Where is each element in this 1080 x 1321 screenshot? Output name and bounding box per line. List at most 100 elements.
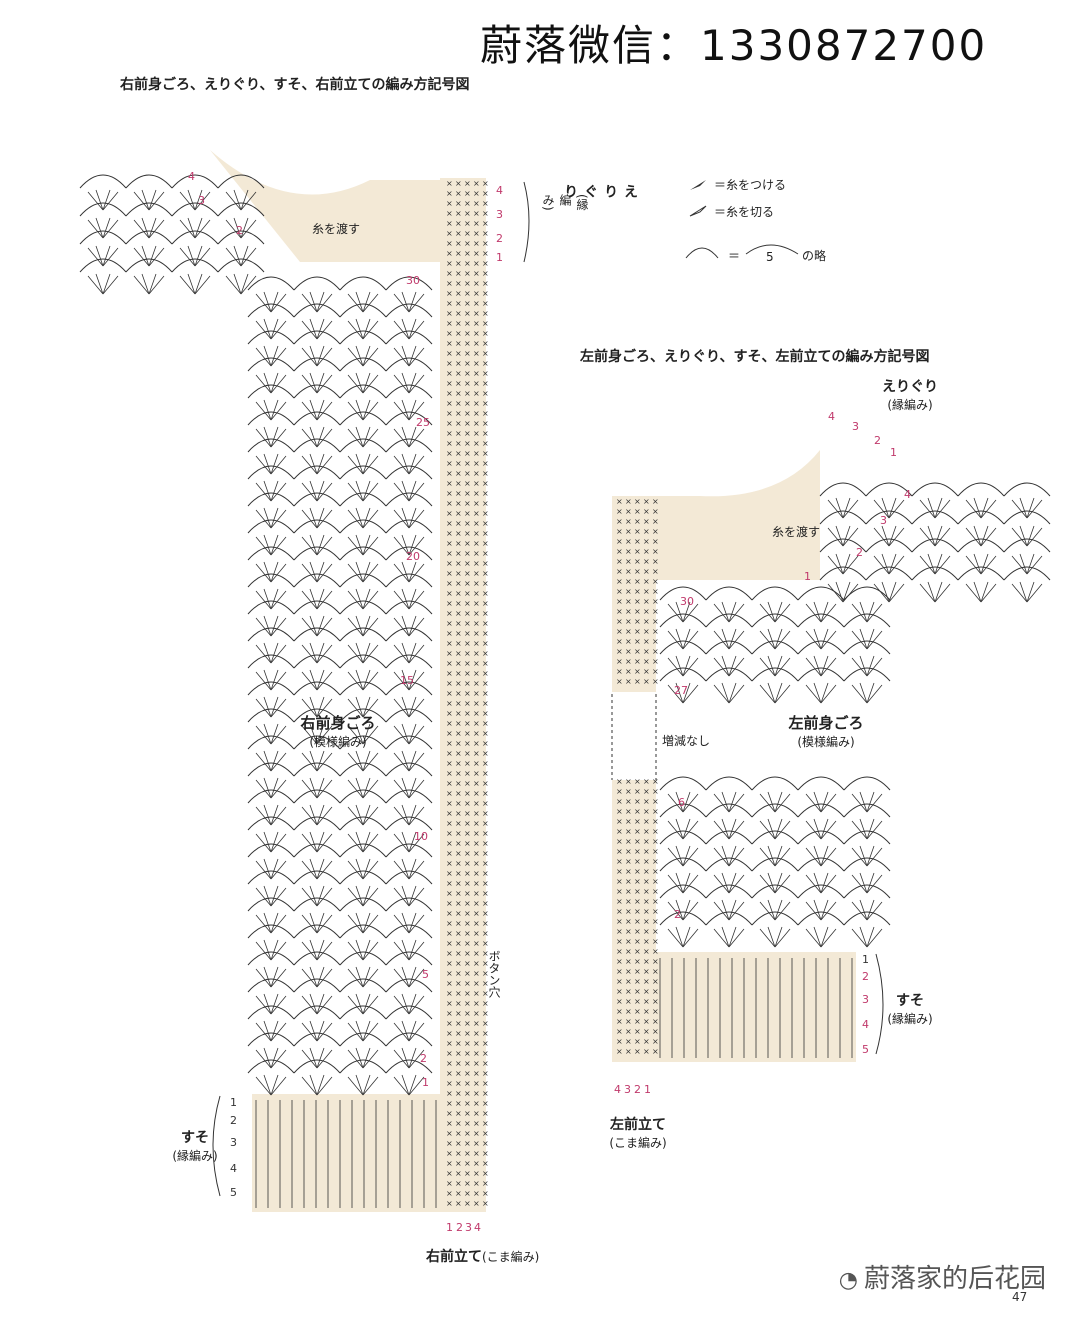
band-stitch: × (482, 1179, 489, 1188)
left-band-stitch: × (616, 927, 623, 936)
right-band-label: 右前立て(こま編み) (426, 1246, 539, 1266)
right-row-1: 1 (422, 1076, 429, 1089)
right-fan-row (255, 588, 287, 610)
band-stitch: × (464, 439, 471, 448)
right-yoke-fan-row (217, 258, 265, 273)
right-yoke-fan-row (79, 202, 127, 217)
left-band-stitch: × (643, 557, 650, 566)
left-band-stitch: × (625, 807, 632, 816)
right-fan-row (339, 573, 387, 588)
band-stitch: × (464, 1079, 471, 1088)
right-fan-row (247, 276, 295, 291)
left-body-label: 左前身ごろ(模様編み) (776, 712, 876, 750)
band-stitch: × (464, 819, 471, 828)
band-stitch: × (482, 499, 489, 508)
band-stitch: × (446, 339, 453, 348)
right-fan-row (339, 816, 387, 831)
right-fan-row (293, 1032, 341, 1047)
right-row-5: 5 (422, 968, 429, 981)
band-stitch: × (482, 189, 489, 198)
left-band-stitch: × (634, 527, 641, 536)
left-yoke-fan-row (819, 566, 867, 581)
left-band-stitch: × (643, 947, 650, 956)
right-fan-row (385, 897, 433, 912)
right-fan-row (347, 561, 379, 583)
right-yoke-fan-row (133, 245, 165, 267)
band-stitch: × (455, 919, 462, 928)
right-fan-row (301, 588, 333, 610)
left-band-stitch: × (616, 817, 623, 826)
right-fan-row (347, 372, 379, 394)
left-band-stitch: × (616, 947, 623, 956)
band-stitch: × (482, 199, 489, 208)
left-band-stitch: × (643, 507, 650, 516)
band-stitch: × (482, 339, 489, 348)
left-band-stitch: × (634, 557, 641, 566)
left-band-stitch: × (634, 807, 641, 816)
band-stitch: × (464, 749, 471, 758)
left-band-stitch: × (634, 977, 641, 986)
right-fan-row (301, 858, 333, 880)
left-fan-row (751, 586, 799, 601)
left-band-stitch: × (625, 887, 632, 896)
left-band-stitch: × (616, 777, 623, 786)
left-fan-row (713, 845, 745, 867)
left-no-change: 増減なし (662, 734, 711, 748)
band-stitch: × (482, 759, 489, 768)
left-band-stitch: × (643, 677, 650, 686)
band-stitch: × (482, 1129, 489, 1138)
right-body-sub: (模様編み) (309, 735, 367, 749)
right-fan-row (255, 669, 287, 691)
left-band-stitch: × (616, 517, 623, 526)
left-band-stitch: × (616, 797, 623, 806)
left-yoke-fan-row (865, 482, 913, 497)
left-band-stitch: × (643, 1017, 650, 1026)
left-fan-row (805, 899, 837, 921)
right-fan-row (255, 372, 287, 394)
band-stitch: × (464, 229, 471, 238)
right-fan-row (385, 330, 433, 345)
left-band-stitch: × (643, 777, 650, 786)
right-fan-row (347, 777, 379, 799)
right-yoke-fan-row (171, 202, 219, 217)
band-stitch: × (446, 509, 453, 518)
left-yoke-fan-row (1003, 566, 1051, 581)
band-stitch: × (446, 589, 453, 598)
left-band-stitch: × (634, 927, 641, 936)
band-stitch: × (455, 1009, 462, 1018)
left-yoke-fan-row (1003, 482, 1051, 497)
left-band-stitch: × (634, 877, 641, 886)
band-stitch: × (482, 459, 489, 468)
left-band-stitch: × (616, 1027, 623, 1036)
left-band-stitch: × (625, 857, 632, 866)
band-stitch: × (482, 879, 489, 888)
left-band-stitch: × (634, 917, 641, 926)
band-stitch: × (455, 449, 462, 458)
band-stitch: × (473, 959, 480, 968)
band-stitch: × (464, 949, 471, 958)
band-stitch: × (464, 1169, 471, 1178)
right-hem-row-1: 1 (230, 1096, 237, 1109)
band-stitch: × (464, 1039, 471, 1048)
band-stitch: × (455, 239, 462, 248)
left-neck-label-text: えりぐり (882, 379, 938, 395)
left-band-sub: (こま編み) (609, 1136, 667, 1150)
band-stitch: × (455, 439, 462, 448)
right-fan-row (301, 642, 333, 664)
band-stitch: × (446, 879, 453, 888)
left-band-stitch: × (652, 787, 659, 796)
band-stitch: × (482, 489, 489, 498)
right-fan-row (393, 480, 425, 502)
right-fan-row (247, 573, 295, 588)
right-yoke-fan-row (79, 230, 127, 245)
left-band-stitch: × (652, 977, 659, 986)
left-row-2: 2 (674, 908, 681, 921)
band-stitch: × (482, 1009, 489, 1018)
left-band-stitch: × (625, 947, 632, 956)
left-band-stitch: × (634, 897, 641, 906)
right-fan-row (247, 843, 295, 858)
right-fan-row (255, 453, 287, 475)
left-fan-row (797, 884, 845, 899)
left-fan-row (659, 884, 707, 899)
left-row-6: 6 (678, 796, 685, 809)
